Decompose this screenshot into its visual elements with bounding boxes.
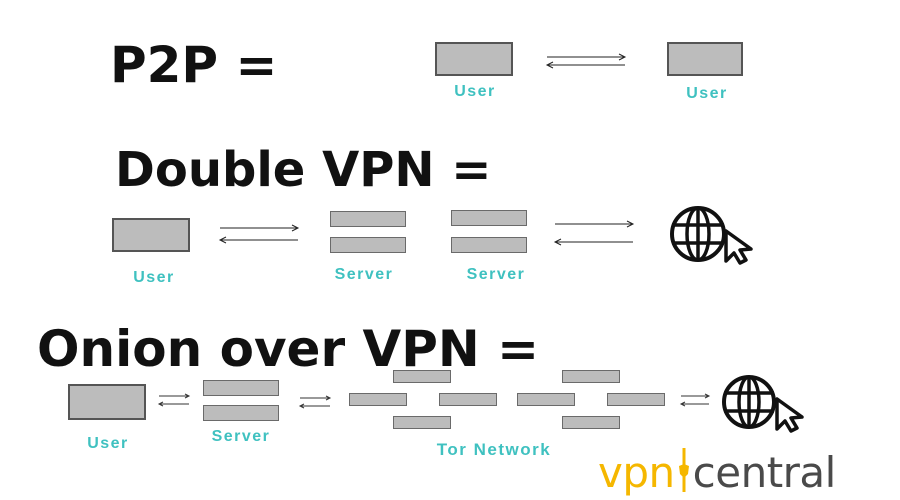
onion-user-box — [68, 384, 146, 420]
bidirectional-arrow-icon — [545, 53, 627, 69]
onion-server-label: Server — [211, 428, 271, 445]
p2p-user-right-box — [667, 42, 743, 76]
globe-cursor-icon — [722, 375, 804, 433]
tor-node — [562, 416, 620, 429]
double-vpn-server-1-label: Server — [334, 266, 394, 283]
globe-cursor-icon — [670, 206, 753, 265]
bidirectional-arrow-icon — [218, 224, 300, 244]
tor-network-label: Tor Network — [436, 440, 552, 459]
tor-node — [439, 393, 497, 406]
brand-central-text: central — [692, 448, 837, 497]
double-vpn-user-label: User — [133, 269, 175, 286]
onion-user-label: User — [87, 435, 129, 452]
tor-node — [607, 393, 665, 406]
tor-node — [393, 416, 451, 429]
onion-heading: Onion over VPN = — [37, 320, 540, 378]
double-vpn-heading: Double VPN = — [115, 142, 492, 198]
tor-node — [349, 393, 407, 406]
shield-divider-icon — [678, 448, 689, 492]
p2p-user-left-label: User — [454, 83, 496, 100]
p2p-user-left-box — [435, 42, 513, 76]
bidirectional-arrow-icon — [553, 220, 635, 246]
onion-server-bar-top — [203, 380, 279, 396]
tor-node — [562, 370, 620, 383]
bidirectional-arrow-icon — [679, 393, 711, 407]
tor-node — [393, 370, 451, 383]
brand-vpn-text: vpn — [598, 448, 675, 497]
double-vpn-server-1-bar-bottom — [330, 237, 406, 253]
tor-node — [517, 393, 575, 406]
onion-server-bar-bottom — [203, 405, 279, 421]
brand-logo: vpn central — [598, 448, 836, 494]
bidirectional-arrow-icon — [157, 393, 191, 407]
double-vpn-server-2-bar-top — [451, 210, 527, 226]
p2p-user-right-label: User — [686, 85, 728, 102]
p2p-heading: P2P = — [110, 36, 278, 94]
double-vpn-server-1-bar-top — [330, 211, 406, 227]
double-vpn-server-2-label: Server — [466, 266, 526, 283]
bidirectional-arrow-icon — [298, 395, 332, 409]
double-vpn-user-box — [112, 218, 190, 252]
double-vpn-server-2-bar-bottom — [451, 237, 527, 253]
